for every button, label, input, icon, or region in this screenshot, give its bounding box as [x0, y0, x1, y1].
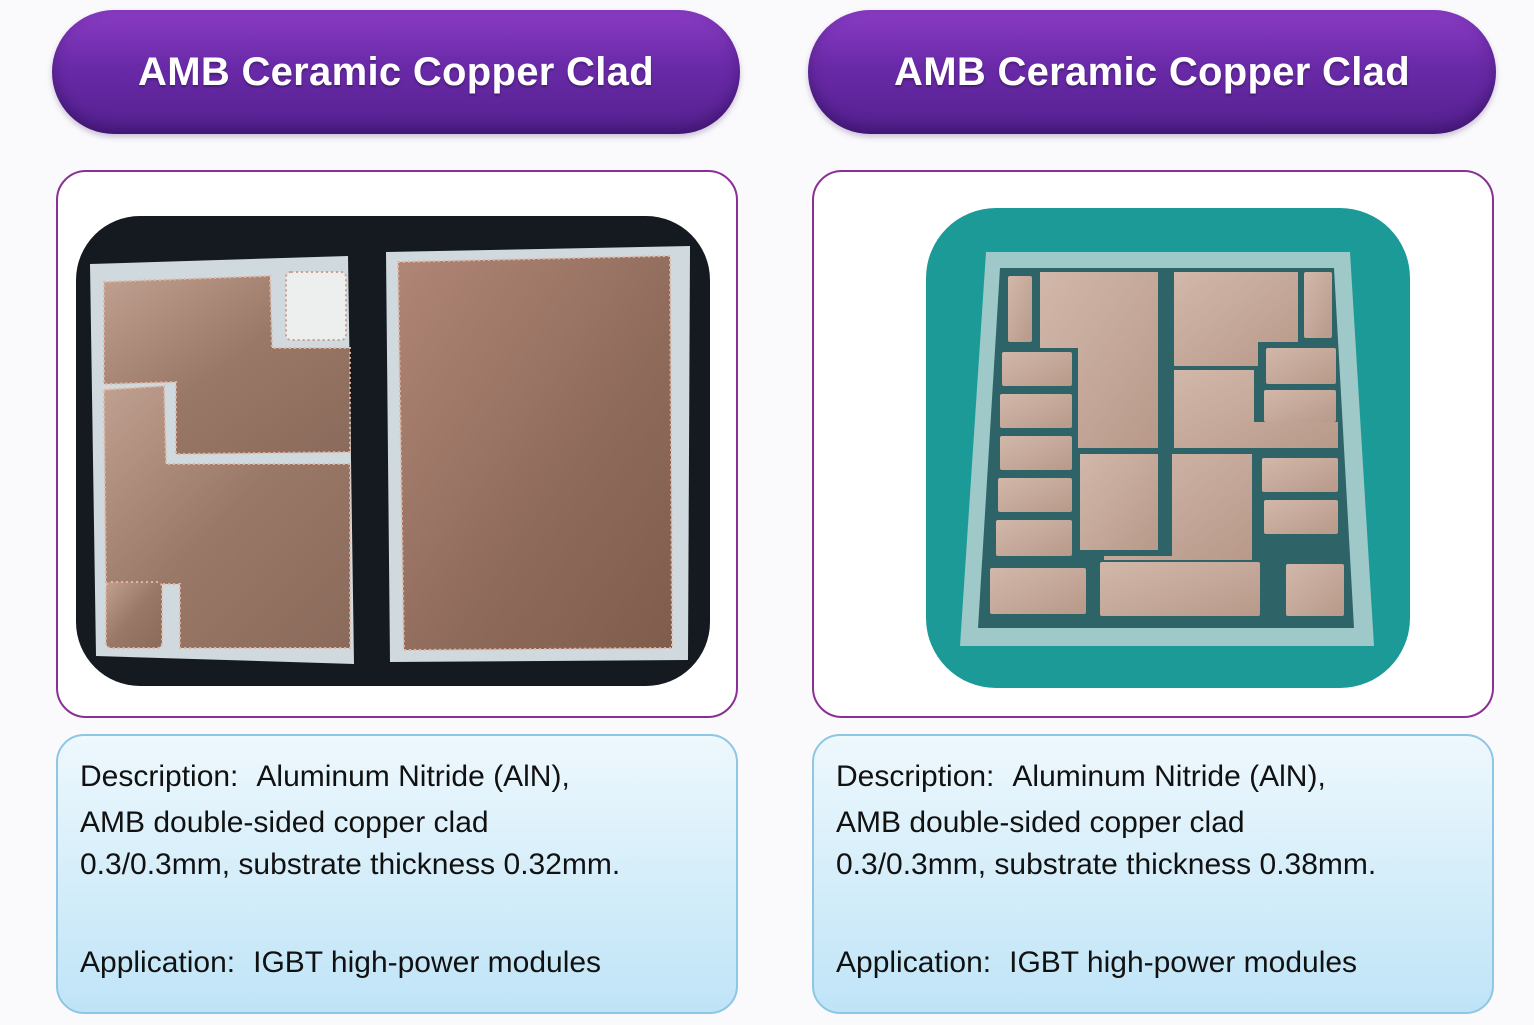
copper-pad-small	[285, 271, 347, 341]
description-line: Description: Aluminum Nitride (AlN),	[836, 760, 1326, 794]
product-photo-frame	[56, 170, 738, 718]
panel-title: AMB Ceramic Copper Clad	[138, 49, 654, 94]
description-line: AMB double-sided copper clad	[836, 806, 1245, 839]
info-box: Description: Aluminum Nitride (AlN), AMB …	[812, 734, 1494, 1014]
description-line: AMB double-sided copper clad	[80, 806, 489, 839]
copper-pad-small	[105, 581, 163, 649]
application-text: IGBT high-power modules	[1009, 946, 1358, 979]
copper-pad	[103, 274, 351, 456]
application-line: Application: IGBT high-power modules	[836, 946, 1357, 980]
application-text: IGBT high-power modules	[253, 946, 602, 979]
panel-right: AMB Ceramic Copper Clad	[808, 0, 1498, 1025]
product-photo	[926, 208, 1410, 688]
application-line: Application: IGBT high-power modules	[80, 946, 601, 980]
info-box: Description: Aluminum Nitride (AlN), AMB …	[56, 734, 738, 1014]
description-label: Description:	[80, 760, 239, 793]
panel-title: AMB Ceramic Copper Clad	[894, 49, 1410, 94]
description-line: Description: Aluminum Nitride (AlN),	[80, 760, 570, 794]
copper-pads	[990, 272, 1344, 616]
panel-left: AMB Ceramic Copper Clad	[52, 0, 742, 1025]
description-label: Description:	[836, 760, 995, 793]
copper-pad	[102, 384, 351, 649]
product-photo-frame	[812, 170, 1494, 718]
application-label: Application:	[80, 946, 236, 979]
description-line: 0.3/0.3mm, substrate thickness 0.32mm.	[80, 848, 621, 881]
description-text: Aluminum Nitride (AlN),	[256, 760, 570, 793]
description-line: 0.3/0.3mm, substrate thickness 0.38mm.	[836, 848, 1377, 881]
application-label: Application:	[836, 946, 992, 979]
copper-plate	[396, 254, 674, 652]
panel-title-banner: AMB Ceramic Copper Clad	[808, 10, 1496, 134]
description-text: Aluminum Nitride (AlN),	[1012, 760, 1326, 793]
product-photo	[76, 216, 710, 686]
panel-title-banner: AMB Ceramic Copper Clad	[52, 10, 740, 134]
